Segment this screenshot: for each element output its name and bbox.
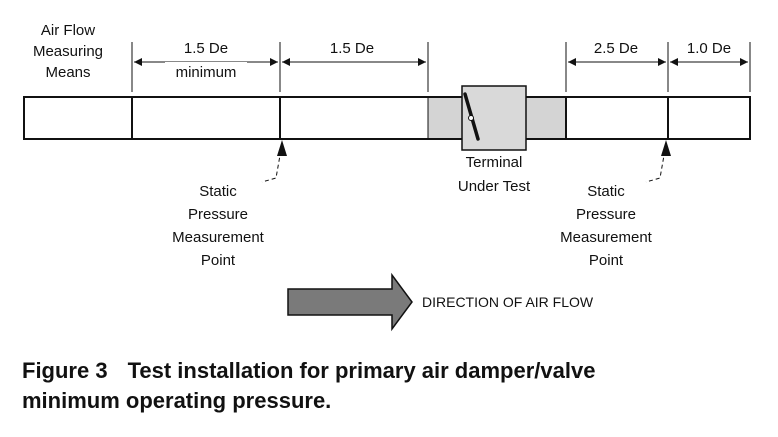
terminal-label-line2: Under Test (458, 178, 531, 195)
static-point-right-line4: Point (589, 252, 624, 269)
airflow-means-label-line2: Measuring (33, 43, 103, 60)
figure-caption: Figure 3 Test installation for primary ai… (22, 356, 762, 416)
upstream-1-sublabel: minimum (176, 64, 237, 81)
damper-pivot-icon (468, 115, 474, 121)
caption-text-line2: minimum operating pressure. (22, 388, 332, 413)
static-pointer-right (645, 140, 671, 183)
duct-test-diagram: Air Flow Measuring Means 1.5 De minimum … (23, 22, 751, 332)
static-point-left-line2: Pressure (188, 206, 248, 223)
air-flow-arrow-icon (287, 272, 413, 332)
upstream-1-label: 1.5 De (184, 40, 228, 57)
airflow-means-label-line3: Means (45, 64, 90, 81)
static-point-right-line2: Pressure (576, 206, 636, 223)
downstream-1-label: 2.5 De (594, 40, 638, 57)
upstream-2-label: 1.5 De (330, 40, 374, 57)
static-point-left-line3: Measurement (172, 229, 265, 246)
duct (23, 96, 751, 140)
flow-direction-label: DIRECTION OF AIR FLOW (422, 294, 594, 310)
duct-outline (23, 96, 751, 140)
airflow-means-label-line1: Air Flow (41, 22, 95, 39)
dimension-extension-lines (131, 42, 751, 92)
static-point-left-line1: Static (199, 183, 237, 200)
figure-number: Figure 3 (22, 358, 108, 383)
static-point-left-line4: Point (201, 252, 236, 269)
terminal-label-line1: Terminal (466, 154, 523, 171)
static-pointer-left (261, 140, 287, 183)
downstream-2-label: 1.0 De (687, 40, 731, 57)
caption-text-line1: Test installation for primary air damper… (127, 358, 596, 383)
terminal-unit (461, 85, 527, 151)
static-point-right-line1: Static (587, 183, 625, 200)
static-point-right-line3: Measurement (560, 229, 653, 246)
caption-line1: Figure 3 Test installation for primary ai… (22, 356, 762, 386)
